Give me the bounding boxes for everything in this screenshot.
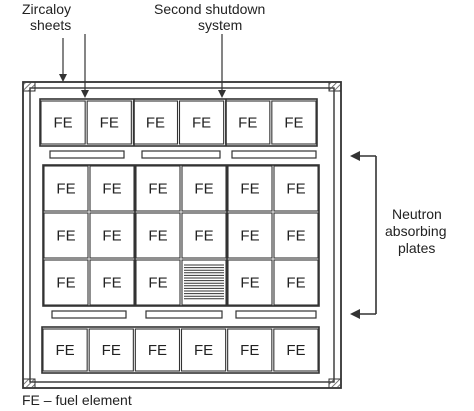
absorber-plate-top-2 <box>141 150 221 159</box>
fuel-element-r1c6-box <box>273 165 319 212</box>
fuel-element-r1c6-label: FE <box>286 181 305 198</box>
fuel-element-r3c1-box <box>43 259 89 306</box>
fuel-element-r2c3-box <box>135 212 181 259</box>
fuel-element-r1c4-box <box>181 165 227 212</box>
fuel-element-r1c1-label: FE <box>56 181 75 198</box>
fuel-element-r3c2-box <box>89 259 135 306</box>
fuel-element-r3c6-label: FE <box>286 275 305 292</box>
fuel-element-r1c1-box <box>43 165 89 212</box>
fuel-element-r3c5-box <box>227 259 273 306</box>
fuel-element-r1c4-label: FE <box>194 181 213 198</box>
fuel-element-bottom-6-label: FE <box>286 342 305 359</box>
fuel-element-r2c2-label: FE <box>102 228 121 245</box>
fuel-element-top-5-box <box>225 100 271 145</box>
fuel-element-top-6-label: FE <box>284 115 303 132</box>
zircaloy-label-line2: sheets <box>30 17 71 33</box>
zircaloy-arrow-outer <box>59 38 67 82</box>
fuel-element-bottom-6-box <box>273 328 319 372</box>
fuel-element-top-3-box <box>132 100 179 145</box>
central-block <box>42 164 320 307</box>
fuel-element-top-2-label: FE <box>100 115 119 132</box>
absorber-plate-top-3 <box>231 150 317 159</box>
fuel-element-bottom-3-box <box>134 328 181 372</box>
fuel-element-r3c1-label: FE <box>56 275 75 292</box>
absorber-plate-bottom-2 <box>145 310 223 319</box>
shutdown-label-line2: system <box>198 17 242 33</box>
absorber-plate-bottom-1 <box>51 310 127 319</box>
shutdown-label-line1: Second shutdown <box>154 1 265 17</box>
neutron-label-line2: absorbing <box>385 223 447 239</box>
fuel-element-r2c5-box <box>227 212 273 259</box>
fuel-element-top-3-label: FE <box>146 115 165 132</box>
corner-hatch-top-left <box>22 81 36 92</box>
fuel-element-top-1-label: FE <box>53 115 72 132</box>
fuel-element-r1c3-box <box>135 165 181 212</box>
hatched-channel-box <box>181 259 227 306</box>
fuel-element-top-1-box <box>40 100 86 145</box>
fuel-element-r2c5-label: FE <box>240 228 259 245</box>
fuel-element-r2c3-label: FE <box>148 228 167 245</box>
fuel-element-top-6-box <box>271 100 317 145</box>
fuel-element-bottom-3-label: FE <box>148 342 167 359</box>
fuel-element-r2c4-box <box>181 212 227 259</box>
fuel-element-top-4-box <box>178 100 225 145</box>
legend-text: FE – fuel element <box>22 392 132 408</box>
corner-hatch-top-right <box>328 81 342 92</box>
fuel-element-r2c4-label: FE <box>194 228 213 245</box>
fuel-element-bottom-5-box <box>227 328 273 372</box>
bottom-row-block <box>41 326 320 374</box>
fuel-element-top-5-label: FE <box>238 115 257 132</box>
outer-frame <box>22 81 342 389</box>
fuel-element-r3c2-label: FE <box>102 275 121 292</box>
fuel-element-r3c3-box <box>135 259 181 306</box>
fuel-element-top-4-label: FE <box>192 115 211 132</box>
fuel-element-r2c6-label: FE <box>286 228 305 245</box>
fuel-element-bottom-2-label: FE <box>102 342 121 359</box>
fuel-element-bottom-1-label: FE <box>55 342 74 359</box>
neutron-plates-bracket <box>350 151 377 319</box>
fuel-element-r3c5-label: FE <box>240 275 259 292</box>
fuel-element-r3c6-box <box>273 259 319 306</box>
fuel-element-r1c2-box <box>89 165 135 212</box>
zircaloy-label-line1: Zircaloy <box>22 1 71 17</box>
fuel-element-r2c1-label: FE <box>56 228 75 245</box>
fuel-element-r2c2-box <box>89 212 135 259</box>
fuel-element-r1c3-label: FE <box>148 181 167 198</box>
neutron-label-line1: Neutron <box>392 206 442 222</box>
fuel-element-r1c5-label: FE <box>240 181 259 198</box>
fuel-element-r2c1-box <box>43 212 89 259</box>
fuel-element-r1c2-label: FE <box>102 181 121 198</box>
fuel-element-bottom-1-box <box>42 328 88 372</box>
fuel-element-bottom-5-label: FE <box>240 342 259 359</box>
corner-hatch-bottom-left <box>22 378 36 389</box>
neutron-label-line3: plates <box>398 240 435 256</box>
fuel-element-top-2-box <box>86 100 132 145</box>
corner-hatch-bottom-right <box>328 378 342 389</box>
inner-frame <box>29 87 335 383</box>
fuel-element-r1c5-box <box>227 165 273 212</box>
fuel-element-bottom-2-box <box>88 328 134 372</box>
fuel-element-bottom-4-box <box>180 328 227 372</box>
fuel-element-r3c3-label: FE <box>148 275 167 292</box>
absorber-plate-top-1 <box>49 150 125 159</box>
absorber-plate-bottom-3 <box>235 310 317 319</box>
fuel-element-bottom-4-label: FE <box>194 342 213 359</box>
fuel-element-r2c6-box <box>273 212 319 259</box>
top-row-block <box>39 98 318 147</box>
